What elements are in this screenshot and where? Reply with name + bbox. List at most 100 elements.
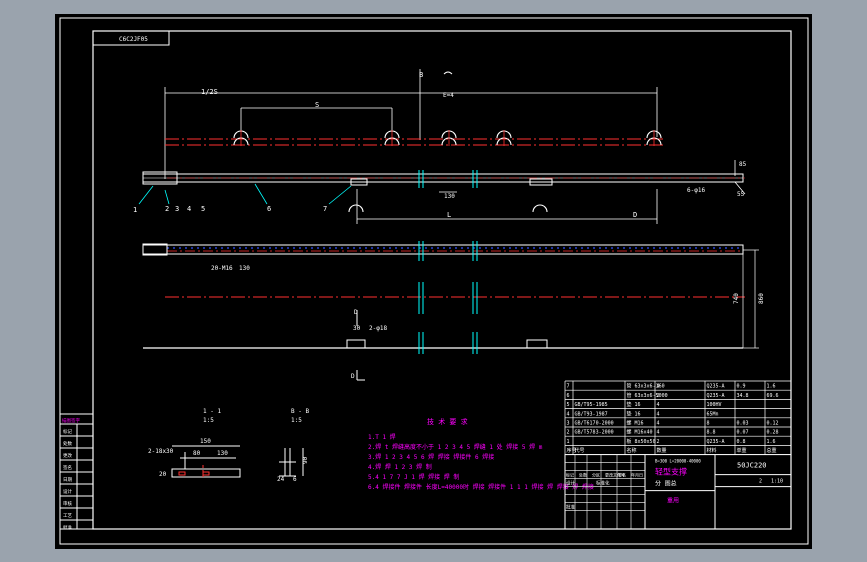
parts-cell-total: 1.6	[767, 384, 776, 390]
parts-header: 单重	[737, 447, 747, 454]
dim-130b: 130	[239, 265, 250, 272]
sheet: 2	[759, 479, 762, 485]
callout-3: 3	[175, 205, 179, 213]
title-block-frame	[564, 454, 792, 530]
parts-header: 序号	[567, 447, 577, 454]
code-box-text: C6C2JF05	[119, 36, 148, 43]
revision-label: 更改	[63, 452, 72, 459]
revision-label: 审核	[63, 500, 72, 507]
parts-cell-no: 1	[567, 439, 570, 445]
title-header: 标记	[566, 472, 574, 478]
section-a-d1: 80	[193, 450, 201, 457]
dim-55: 55	[737, 191, 745, 198]
parts-cell-name: 螺 M16	[627, 420, 644, 427]
dim-2phi18: 2-φ18	[369, 325, 387, 332]
notes-title: 技 术 要 求	[427, 417, 468, 426]
section-a-label: 1 - 1	[203, 408, 221, 415]
parts-cell-material: 65Mn	[707, 411, 719, 417]
title-header: 处数	[579, 472, 587, 478]
parts-cell-no: 4	[567, 411, 570, 417]
dim-20m16: 20-M16	[211, 265, 233, 272]
drawing-subtitle: B=300 L=20000-40000	[655, 459, 701, 464]
title-header: 分区	[592, 472, 600, 478]
parts-cell-material: 8	[707, 421, 710, 427]
designer-label: 标准化	[596, 480, 610, 487]
parts-header: 总重	[767, 447, 777, 454]
parts-header: 代号	[575, 447, 585, 454]
title-header: 签名	[618, 472, 626, 478]
callout-6: 6	[267, 205, 271, 213]
parts-cell-code: GB/T5783-2000	[575, 430, 614, 436]
parts-cell-unit: 34.8	[737, 393, 749, 399]
section-a-scale: 1:5	[203, 417, 214, 424]
parts-cell-unit: 0.9	[737, 384, 746, 390]
parts-cell-name: 板 8x50x50	[627, 438, 656, 445]
approve-label: 批准	[566, 504, 575, 511]
dim-860: 860	[758, 293, 765, 304]
callout-2: 2	[165, 205, 169, 213]
dim-e: E=4	[443, 92, 454, 99]
note-line: 5.4 1 7 7 J 1 焊 焊接 焊 制	[368, 473, 459, 481]
section-b-b	[279, 448, 304, 477]
section-b-w1: 24	[277, 476, 285, 483]
section-b-label: B - B	[291, 408, 309, 415]
parts-cell-qty: 2	[657, 393, 660, 399]
leader-line	[138, 185, 154, 205]
drawing-name: 轻型支撑	[655, 467, 687, 477]
technical-notes: 1.T 1 焊 2.焊 t 焊缝高度不小于 1 2 3 4 5 焊缝 1 处 焊接…	[368, 433, 594, 491]
parts-cell-code: GB/T93-1987	[575, 411, 608, 417]
revision-label: 标记	[63, 428, 72, 435]
parts-cell-unit: 0.8	[737, 439, 746, 445]
parts-cell-total: 0.28	[767, 430, 779, 436]
title-header: 年月日	[631, 472, 643, 478]
parts-header: 名称	[627, 447, 637, 454]
dim-130: 130	[444, 193, 455, 200]
pipe-symbol	[348, 204, 364, 213]
revision-label: 设计	[63, 488, 72, 495]
callout-1: 1	[133, 206, 137, 214]
revision-label: 处数	[63, 440, 72, 447]
dim-b: B	[419, 71, 423, 79]
parts-cell-material: Q235-A	[707, 439, 725, 445]
plan-view	[142, 241, 759, 381]
parts-cell-no: 6	[567, 393, 570, 399]
parts-cell-material: Q235-A	[707, 384, 725, 390]
parts-cell-name: 螺 M16x40	[627, 429, 653, 436]
note-line: 4.焊 焊 1 2 3 焊 制	[368, 463, 432, 471]
parts-cell-name: 垫 16	[627, 410, 641, 417]
callout-4: 4	[187, 205, 191, 213]
parts-cell-name: 管 63x3x6-5000	[627, 392, 668, 399]
drawing-code: 50JC220	[737, 462, 767, 470]
parts-cell-code: GB/T6170-2000	[575, 421, 614, 427]
parts-cell-qty: 4	[657, 384, 660, 390]
title-header: 更改文件号	[605, 472, 625, 478]
callout-7: 7	[323, 205, 327, 213]
parts-cell-material: Q235-A	[707, 393, 725, 399]
parts-header: 数量	[657, 447, 667, 454]
code-box	[92, 30, 170, 46]
section-b-scale: 1:5	[291, 417, 302, 424]
pipe-symbol	[532, 204, 548, 213]
note-line: 3.焊 1 2 3 4 5 6 焊 焊接 焊接件 6 焊接	[368, 453, 494, 461]
revision-strip	[59, 413, 94, 530]
dim-s: S	[315, 101, 319, 109]
parts-cell-total: 69.6	[767, 393, 779, 399]
outer-border	[59, 17, 809, 545]
dim-85: 85	[739, 161, 747, 168]
revision-top-label: 描图签字	[62, 417, 80, 424]
parts-header: 材料	[707, 447, 717, 454]
note-line: 2.焊 t 焊缝高度不小于 1 2 3 4 5 焊缝 1 处 焊接 5 焊 m	[368, 443, 543, 451]
designer-label: 设计	[566, 480, 575, 487]
callout-5: 5	[201, 205, 205, 213]
parts-cell-no: 3	[567, 421, 570, 427]
parts-cell-qty: 4	[657, 402, 660, 408]
dim-l: L	[447, 211, 451, 219]
parts-cell-unit: 0.03	[737, 421, 749, 427]
section-a-holes: 2-18x30	[148, 448, 174, 455]
note-line: 1.T 1 焊	[368, 433, 396, 441]
dim-holes: 6-φ16	[687, 187, 705, 194]
